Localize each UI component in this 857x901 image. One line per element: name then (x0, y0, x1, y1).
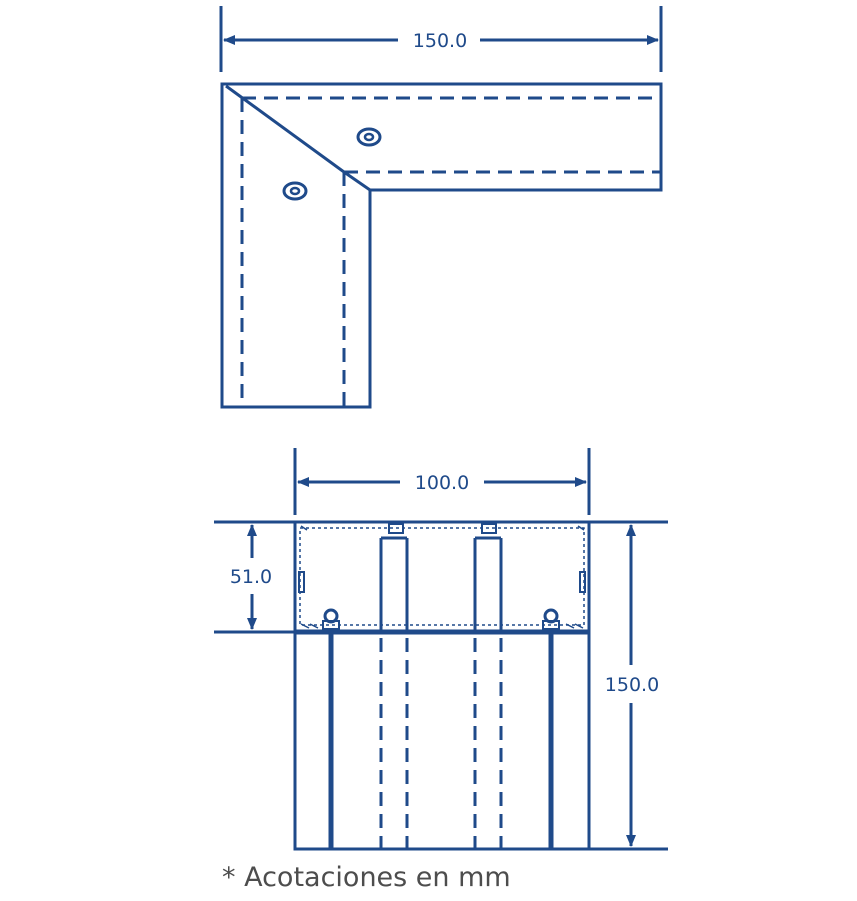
fixing-hole-lower (282, 181, 308, 201)
clip-left (298, 571, 305, 593)
separator-post-left (379, 523, 409, 632)
corner-notch-left (300, 623, 319, 629)
miter-line-end (343, 170, 371, 192)
channel-inner-wall (299, 527, 585, 626)
corner-notch-right (565, 623, 584, 629)
units-note: * Acotaciones en mm (222, 862, 511, 893)
fixing-hole-upper (356, 127, 382, 147)
front-view (214, 448, 668, 851)
dimension-label-top-width: 150.0 (413, 30, 467, 52)
corner-notch-top (300, 525, 585, 531)
dimension-label-channel-depth: 51.0 (230, 566, 272, 588)
dimension-label-front-width: 100.0 (415, 472, 469, 494)
channel-body (293, 520, 591, 851)
rail-head-left (322, 608, 340, 630)
dimension-label-front-height: 150.0 (605, 674, 659, 696)
rail-head-right (542, 608, 560, 630)
clip-right (579, 571, 586, 593)
separator-post-right (473, 523, 503, 632)
hidden-lines (240, 96, 661, 407)
top-view (219, 6, 663, 409)
hidden-separators (379, 638, 503, 849)
miter-line (225, 84, 345, 174)
